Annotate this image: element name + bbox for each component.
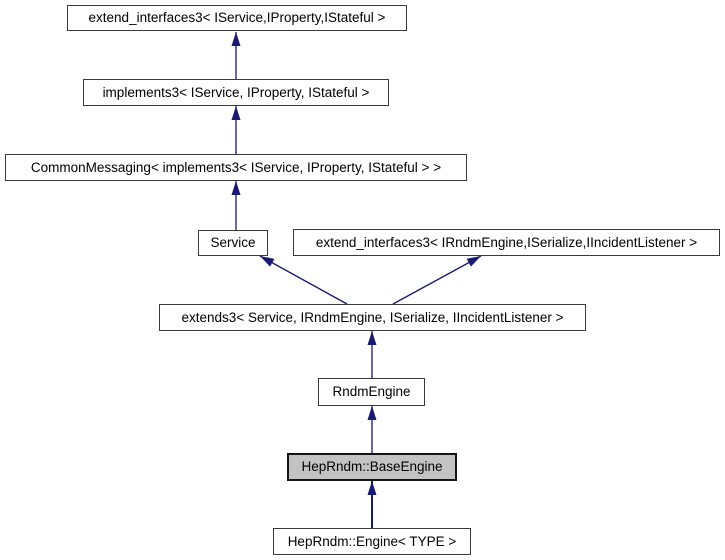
node-common-messaging[interactable]: CommonMessaging< implements3< IService, … — [5, 154, 467, 181]
edge-extends3-to-extend-interfaces3-rndm — [392, 255, 482, 305]
node-service[interactable]: Service — [198, 230, 268, 256]
node-extends3[interactable]: extends3< Service, IRndmEngine, ISeriali… — [159, 304, 586, 331]
node-extend-interfaces3-rndmengine[interactable]: extend_interfaces3< IRndmEngine,ISeriali… — [293, 229, 720, 256]
node-rndmengine[interactable]: RndmEngine — [318, 378, 425, 406]
node-implements3[interactable]: implements3< IService, IProperty, IState… — [83, 79, 389, 106]
node-heprndm-engine-type[interactable]: HepRndm::Engine< TYPE > — [273, 528, 471, 555]
edge-extends3-to-service — [259, 255, 348, 305]
node-extend-interfaces3-service[interactable]: extend_interfaces3< IService,IProperty,I… — [67, 5, 407, 31]
node-heprndm-baseengine: HepRndm::BaseEngine — [287, 453, 457, 481]
